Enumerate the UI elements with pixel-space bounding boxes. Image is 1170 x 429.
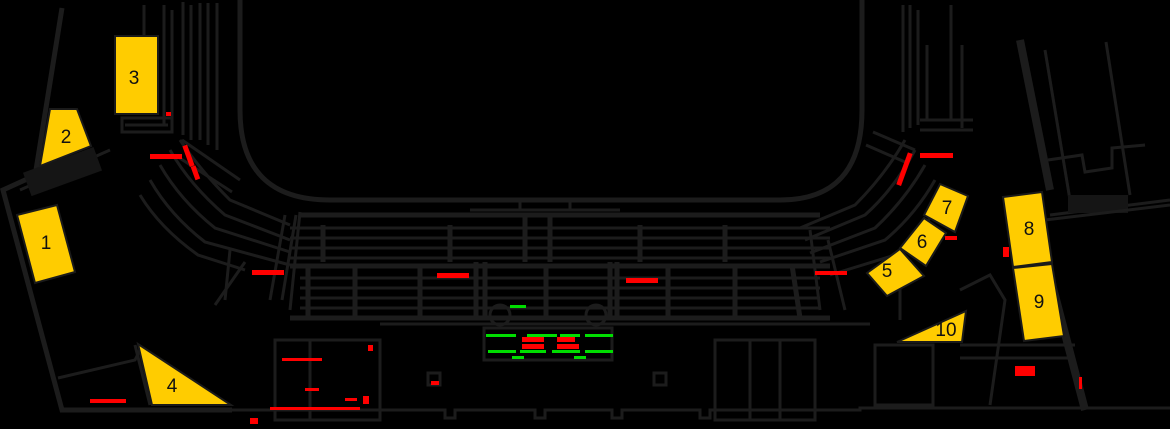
zone-6-shape[interactable] bbox=[898, 216, 948, 268]
zone-3[interactable]: 3 bbox=[114, 35, 159, 115]
zone-5-shape[interactable] bbox=[865, 247, 926, 298]
left-curved-stand bbox=[120, 116, 302, 311]
central-gate-area bbox=[482, 303, 614, 362]
left-outer-wall bbox=[0, 7, 232, 413]
left-stand-vertical-lines bbox=[142, 2, 219, 150]
zone-4[interactable]: 4 bbox=[136, 341, 235, 406]
right-stand-vertical-lines bbox=[901, 5, 973, 132]
zone-3-shape[interactable] bbox=[114, 35, 159, 115]
zone-1-shape[interactable] bbox=[15, 203, 77, 285]
zone-8-shape[interactable] bbox=[1001, 190, 1054, 269]
zone-10-shape[interactable] bbox=[896, 309, 968, 343]
zone-10[interactable]: 10 bbox=[896, 309, 968, 343]
zone-9-shape[interactable] bbox=[1011, 262, 1066, 343]
green-markers bbox=[486, 305, 613, 359]
zone-8[interactable]: 8 bbox=[1001, 190, 1054, 269]
red-markers bbox=[90, 112, 1082, 424]
zone-4-shape[interactable] bbox=[136, 341, 235, 406]
zone-2-shape[interactable] bbox=[38, 108, 93, 168]
bottom-facade bbox=[232, 273, 1170, 422]
zone-7-shape[interactable] bbox=[922, 182, 970, 234]
field-outline bbox=[237, 0, 865, 203]
zone-9[interactable]: 9 bbox=[1011, 262, 1066, 343]
central-stands bbox=[290, 198, 870, 326]
